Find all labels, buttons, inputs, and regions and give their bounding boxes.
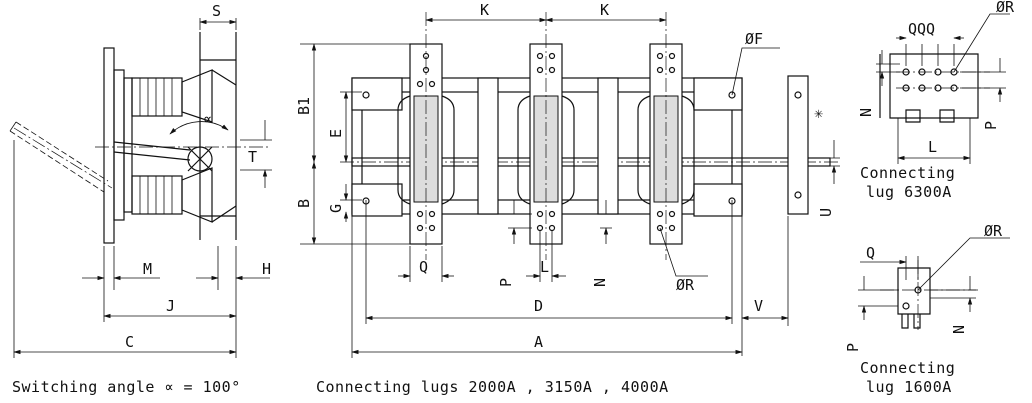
switching-angle-caption: Switching angle ∝ = 100° — [12, 378, 241, 396]
star-symbol: ✳ — [814, 104, 823, 122]
alpha-symbol: ∝ — [203, 110, 212, 128]
dim-a: A — [534, 333, 543, 351]
lug-6300-caption-1: Connecting — [860, 164, 955, 182]
dim-d: D — [534, 297, 543, 315]
dim-b1: B1 — [295, 97, 313, 115]
dim-r-bottom: ØR — [984, 222, 1003, 240]
dim-q-top: QQQ — [908, 20, 935, 38]
dim-p-top: P — [982, 121, 1000, 130]
connecting-lugs-caption: Connecting lugs 2000A , 3150A , 4000A — [316, 378, 669, 396]
lower-insulator — [131, 167, 213, 223]
dim-k-left: K — [480, 1, 489, 19]
dim-l-mid: L — [540, 258, 549, 276]
dim-s: S — [212, 2, 221, 20]
dim-n-top: N — [857, 108, 875, 117]
side-view: ∝ S T M H J C — [9, 2, 272, 358]
dim-c: C — [125, 333, 134, 351]
dim-j: J — [166, 297, 175, 315]
dim-h: H — [262, 260, 271, 278]
lug-6300a-detail: QQQ ØR N P L Connecting lug 6300A — [857, 0, 1015, 201]
dim-n-bottom: N — [950, 325, 968, 334]
handle-dashed — [9, 121, 113, 193]
dim-v: V — [754, 297, 763, 315]
dim-f: ØF — [745, 30, 763, 48]
front-view: ✳ K K ØF B1 B E G U Q P — [295, 1, 840, 358]
dim-u: U — [817, 208, 835, 217]
dim-p-bottom: P — [844, 343, 862, 352]
lug-1600-caption-2: lug 1600A — [866, 378, 952, 396]
pole-3 — [637, 43, 695, 245]
dim-r-mid: ØR — [676, 276, 695, 294]
dim-n-mid: N — [591, 278, 609, 287]
dim-p-mid: P — [497, 278, 515, 287]
dim-e: E — [327, 129, 345, 138]
dim-q-mid: Q — [419, 258, 428, 276]
dim-g: G — [327, 204, 345, 213]
lug-6300-caption-2: lug 6300A — [866, 183, 952, 201]
dim-l-top: L — [928, 138, 937, 156]
lug-1600a-detail: Q ØR P N Connecting lug 1600A — [844, 222, 1010, 396]
lug-1600-caption-1: Connecting — [860, 359, 955, 377]
dim-b: B — [295, 199, 313, 208]
dim-m: M — [143, 260, 152, 278]
dim-t: T — [248, 148, 257, 166]
dim-r-top: ØR — [996, 0, 1015, 16]
dim-k-right: K — [600, 1, 609, 19]
upper-insulator — [131, 69, 213, 123]
dim-q-bottom: Q — [866, 244, 875, 262]
